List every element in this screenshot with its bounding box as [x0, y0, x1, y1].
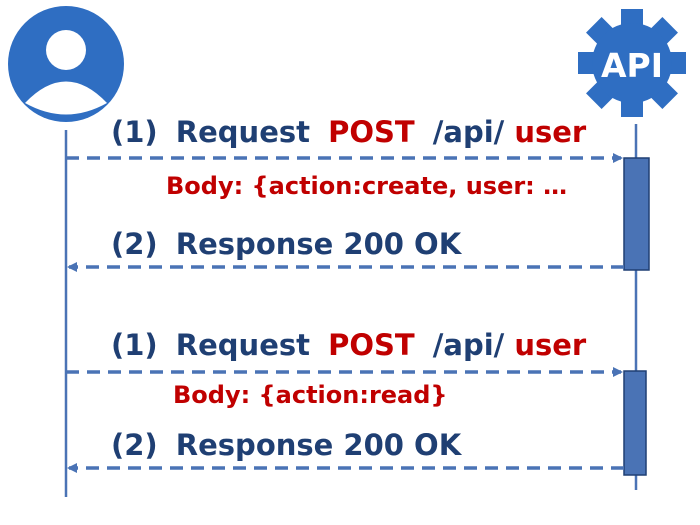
response-step: (2)	[111, 227, 158, 261]
activation-box	[623, 157, 650, 271]
response-label: (2) Response 200 OK	[111, 428, 463, 462]
request-word: Request	[176, 115, 310, 149]
request-path-prefix: /api/	[433, 328, 505, 362]
request-label: (1) Request POST /api/ user	[111, 115, 587, 149]
request-step: (1)	[111, 115, 158, 149]
request-method: POST	[328, 328, 415, 362]
request-path-prefix: /api/	[433, 115, 505, 149]
response-text: Response 200 OK	[176, 227, 463, 261]
api-label: API	[601, 46, 663, 85]
request-resource: user	[514, 328, 587, 362]
request-step: (1)	[111, 328, 158, 362]
activation-box	[623, 370, 647, 476]
request-label: (1) Request POST /api/ user	[111, 328, 587, 362]
response-step: (2)	[111, 428, 158, 462]
response-text: Response 200 OK	[176, 428, 463, 462]
user-avatar-icon	[8, 6, 124, 122]
gear-icon	[578, 9, 686, 117]
request-resource: user	[514, 115, 587, 149]
request-body: Body: {action:read}	[173, 381, 448, 409]
request-word: Request	[176, 328, 310, 362]
request-body: Body: {action:create, user: …	[166, 172, 567, 200]
response-label: (2) Response 200 OK	[111, 227, 463, 261]
request-method: POST	[328, 115, 415, 149]
